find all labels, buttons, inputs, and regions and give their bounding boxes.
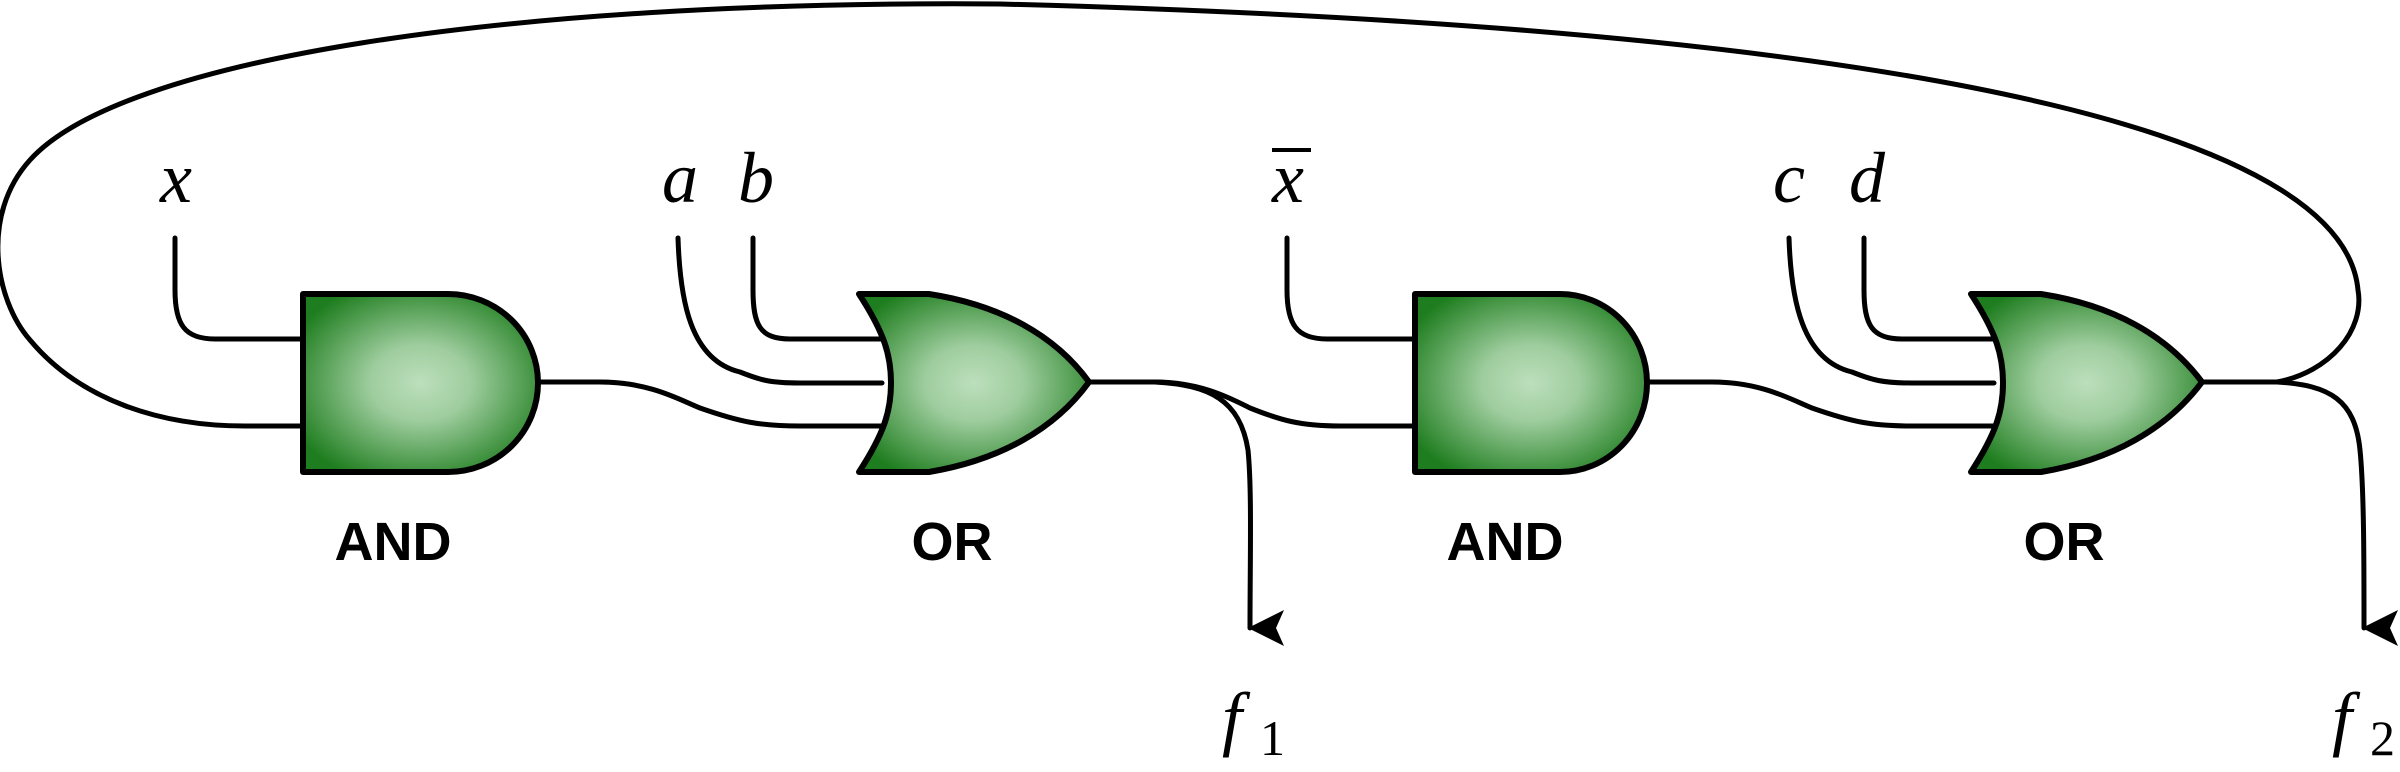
and-gate-2-label: AND xyxy=(1447,512,1564,572)
wire-or1-to-and2 xyxy=(1086,379,1418,429)
wire-b xyxy=(750,235,885,342)
wire-f1-output xyxy=(1152,379,1285,647)
wire-f2-output xyxy=(2274,379,2399,646)
or-gate-2-label: OR xyxy=(2024,512,2105,572)
output-label-f2-subscript: 2 xyxy=(2370,710,2395,766)
or-gate-1-label: OR xyxy=(912,512,993,572)
feedback-wire xyxy=(0,1,2362,429)
wire-and1-to-or1 xyxy=(530,379,885,429)
input-label-b: b xyxy=(738,138,774,218)
input-label-a: a xyxy=(662,138,698,218)
wire-d xyxy=(1861,235,1997,342)
and-gate-1 xyxy=(300,291,541,475)
wire-c xyxy=(1786,235,1997,386)
wire-x-bar xyxy=(1284,235,1418,342)
or-gate-1 xyxy=(856,291,1092,475)
wire-a xyxy=(675,235,885,386)
output-label-f2: f xyxy=(2332,678,2361,758)
input-label-c: c xyxy=(1773,138,1805,218)
output-label-f1-subscript: 1 xyxy=(1260,710,1285,766)
wire-and2-to-or2 xyxy=(1644,379,1997,429)
or-gate-2 xyxy=(1968,291,2205,475)
and-gate-2 xyxy=(1412,291,1650,475)
and-gate-1-label: AND xyxy=(335,512,452,572)
wire-x xyxy=(172,235,306,342)
input-label-d: d xyxy=(1849,138,1886,218)
input-label-x: x xyxy=(159,138,192,218)
output-label-f1: f xyxy=(1222,678,1251,758)
